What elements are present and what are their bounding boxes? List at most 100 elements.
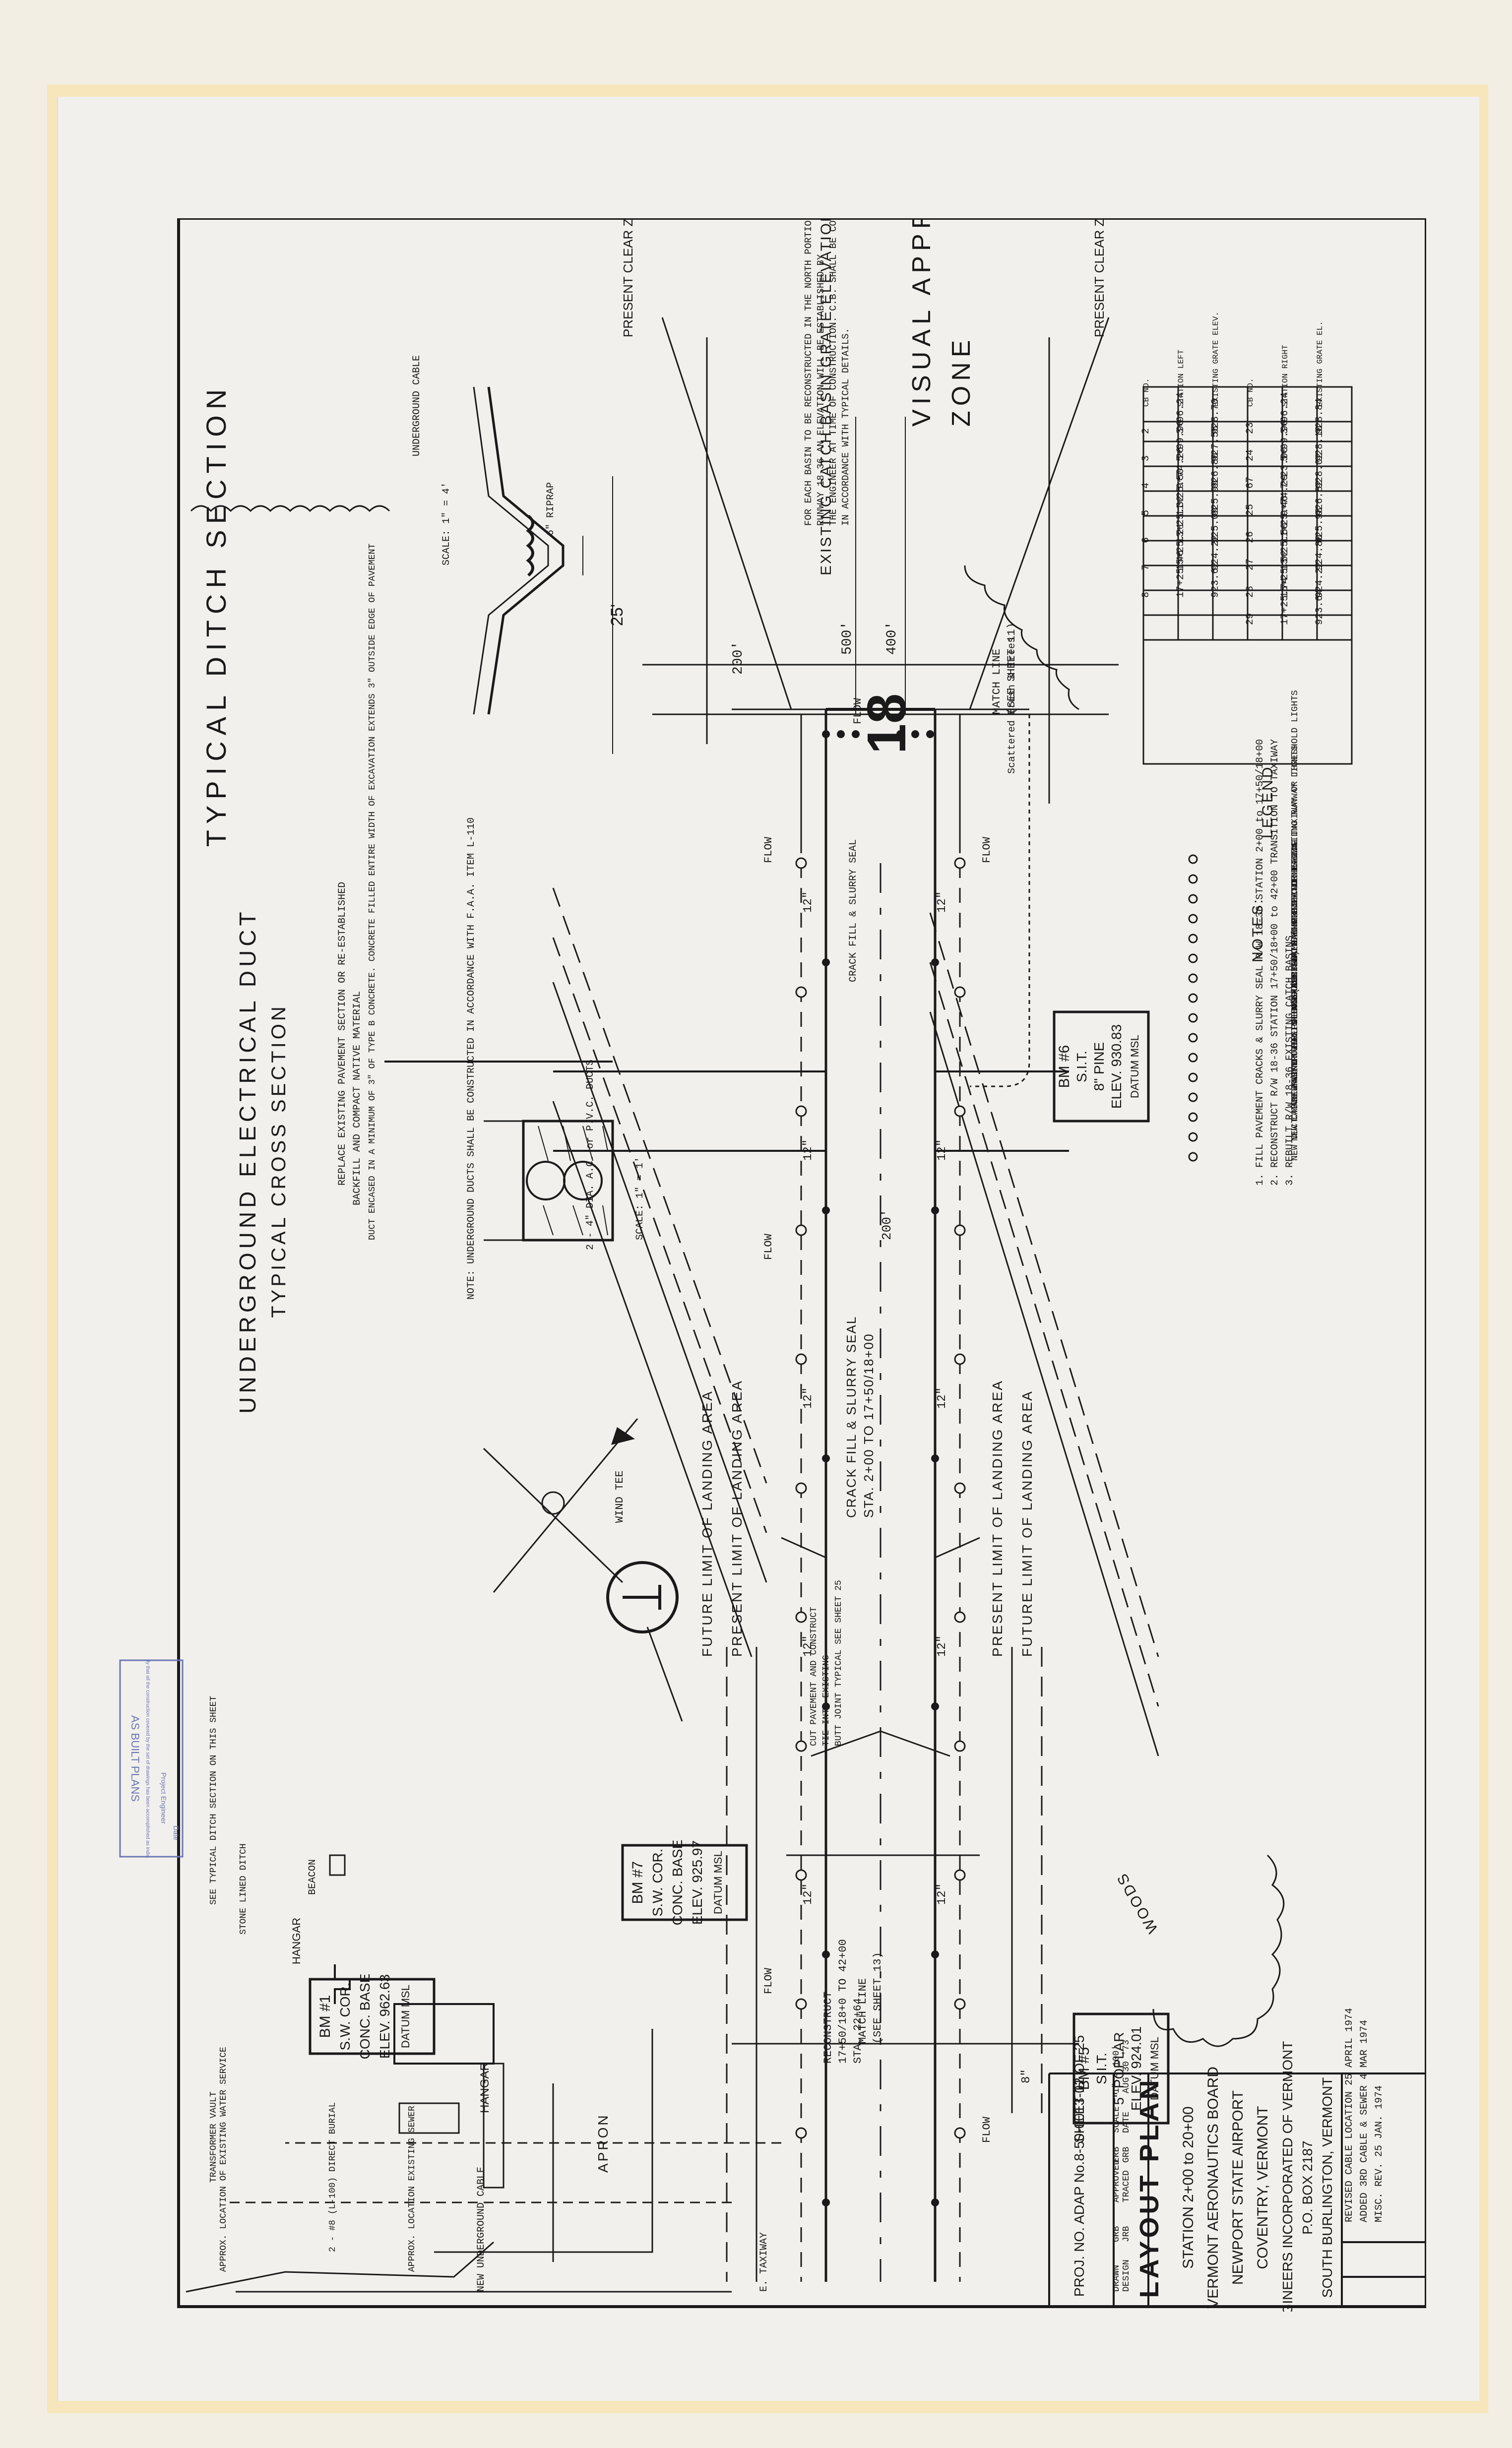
bm1-l1: S.W. COR. bbox=[337, 1983, 353, 2051]
ditch-profile-base bbox=[473, 386, 549, 715]
bm6-l1: S.I.T. bbox=[1074, 1051, 1089, 1082]
cb-table-cell: 924.22 bbox=[1210, 535, 1221, 570]
riprap-symbol bbox=[526, 514, 534, 577]
cb-table-cell: 928.02 bbox=[1314, 453, 1325, 489]
cb-table-cell: 928.70 bbox=[1210, 398, 1221, 434]
cb-table-cell: 28 bbox=[1245, 586, 1256, 598]
cb-table-cell: 923.62 bbox=[1210, 562, 1221, 598]
flow-label-2: FLOW bbox=[762, 836, 775, 863]
pipe-size-4: 12" bbox=[802, 1635, 815, 1657]
legend-item: EXISTING (BURIED) MANHOLE bbox=[1290, 908, 1300, 1042]
reconstruct-stations: 17+50/18+0 TO 42+00 bbox=[837, 1939, 849, 2064]
legend-item: CATCH BASIN bbox=[1290, 844, 1300, 903]
dim-200b: 200' bbox=[880, 1209, 894, 1240]
revision-3: MISC. REV. 25 JAN. 1974 bbox=[1374, 2085, 1385, 2222]
flow-label-5: FLOW bbox=[762, 1967, 775, 1994]
cb-table-cell: 6 bbox=[1140, 537, 1152, 543]
legend-item: EXISTING DITCH bbox=[1290, 868, 1300, 942]
title-city: SOUTH BURLINGTON, VERMONT bbox=[1320, 2077, 1335, 2298]
wind-tee-north-arrow bbox=[483, 1418, 638, 1593]
cb-table-cell: 5+99.90 bbox=[1279, 420, 1291, 461]
clear-zone-bottom: PRESENT CLEAR ZONE REQUIREMENTS bbox=[1092, 218, 1107, 337]
cb-table-cell: 9+74.29 bbox=[1279, 474, 1291, 516]
bm5-l2: 5" POPLAR bbox=[1111, 2032, 1127, 2105]
cb-table-cell: 17+25.74 bbox=[1279, 577, 1291, 625]
dim-400: 400' bbox=[884, 622, 900, 655]
new-cable-label: NEW UNDERGROUND CABLE bbox=[476, 2167, 487, 2292]
tree-line-left bbox=[964, 565, 1079, 710]
legend-item: FENCE bbox=[1290, 995, 1300, 1022]
bm6-l4: DATUM MSL bbox=[1129, 1035, 1141, 1098]
legend-item: NEW DUCT MARKER bbox=[1290, 1080, 1300, 1161]
cb-table-cell: 925.99 bbox=[1210, 480, 1221, 516]
ditch-section-title: TYPICAL DITCH SECTION bbox=[200, 383, 232, 847]
bm5-l4: DATUM MSL bbox=[1148, 2037, 1161, 2100]
tb-approved-v: ERB bbox=[1112, 2146, 1122, 2163]
bm1-l2: CONC. BASE bbox=[357, 1974, 373, 2060]
runway-18-36 bbox=[552, 708, 1159, 2282]
legend-symbol bbox=[1188, 973, 1198, 983]
tb-drawn-v: GRB bbox=[1112, 2226, 1122, 2242]
trench-walls bbox=[484, 1120, 613, 1241]
crossing-taxiway bbox=[553, 1070, 826, 1152]
legend-symbol bbox=[1188, 1112, 1198, 1122]
dim-500: 500' bbox=[840, 622, 855, 655]
cb-table-cell: 7 bbox=[1140, 565, 1152, 570]
pipe-size-11: 8" bbox=[1020, 2069, 1033, 2083]
crack-fill-note-small: CRACK FILL & SLURRY SEAL bbox=[848, 839, 859, 982]
cb-table-header: EXISTING GRATE ELEV. bbox=[1211, 312, 1220, 407]
legend-symbol bbox=[1188, 953, 1198, 963]
tb-drawn: DRAWN bbox=[1112, 2265, 1122, 2292]
bm7-l2: CONC. BASE bbox=[670, 1840, 685, 1926]
runway-number: 18 bbox=[856, 693, 917, 754]
ditch-riprap-label: 6" RIPRAP bbox=[545, 482, 557, 536]
cut-pavement-note-2: TIE INTO EXISTING bbox=[821, 1655, 831, 1746]
legend-symbol bbox=[1188, 914, 1198, 924]
typical-ditch-section bbox=[473, 386, 613, 754]
sewer-label: APPROX. LOCATION EXISTING SEWER bbox=[407, 2106, 417, 2272]
tb-traced-v: GRB bbox=[1122, 2146, 1132, 2163]
duct-cross-section bbox=[384, 1061, 614, 1242]
bm1-title: BM #1 bbox=[317, 1995, 333, 2038]
cb-table-cell: 25 bbox=[1245, 504, 1256, 516]
legend-symbol bbox=[1188, 1132, 1198, 1142]
bm5-l1: S.I.T. bbox=[1094, 2053, 1109, 2084]
duct-note-replace: REPLACE EXISTING PAVEMENT SECTION OR RE-… bbox=[337, 882, 348, 1186]
bm7-l4: DATUM MSL bbox=[712, 1851, 724, 1914]
cb-table-cell: 7+23.00 bbox=[1279, 447, 1291, 489]
legend-symbol bbox=[1188, 1092, 1198, 1102]
tb-scale-v: 1" = 100' bbox=[1112, 2045, 1122, 2093]
legend-item: WOODS bbox=[1290, 975, 1300, 1002]
cb-table-cell: 4 bbox=[1140, 483, 1152, 489]
see-ditch-label: SEE TYPICAL DITCH SECTION ON THIS SHEET bbox=[209, 1696, 219, 1905]
cb-table-cell: 13+25.32 bbox=[1175, 496, 1187, 543]
visual-approach-label: VISUAL APPROACH bbox=[907, 218, 936, 427]
duct-note-backfill: BACKFILL AND COMPACT NATIVE MATERIAL bbox=[352, 991, 363, 1205]
cut-pavement-note: CUT PAVEMENT AND CONSTRUCT bbox=[809, 1607, 819, 1746]
legend-symbol bbox=[1188, 993, 1198, 1003]
legend-symbol bbox=[1188, 1053, 1198, 1063]
sheet-border bbox=[177, 218, 1426, 2308]
bm5-l3: ELEV. 924.01 bbox=[1129, 2026, 1144, 2111]
bm5-title: BM #5 bbox=[1076, 2047, 1092, 2090]
cb-table-cell: 5+99.90 bbox=[1175, 420, 1187, 461]
bm1-l4: DATUM MSL bbox=[399, 1985, 412, 2048]
ditch-width-label: 25' bbox=[608, 604, 627, 626]
cb-table-cell: 9+74.26 bbox=[1175, 447, 1187, 489]
cb-table-cell: 11+25.46 bbox=[1279, 496, 1291, 543]
match-line-2-label: MATCH LINE bbox=[857, 1978, 869, 2044]
title-station: STATION 2+00 to 20+00 bbox=[1180, 2106, 1197, 2268]
ditch-scale-label: SCALE: 1" = 4' bbox=[441, 482, 452, 565]
pipe-size-2: 12" bbox=[802, 1139, 815, 1161]
flow-label-6: FLOW bbox=[981, 2116, 993, 2143]
stone-lined-label: STONE LINED DITCH bbox=[239, 1843, 249, 1935]
duct-circle-2 bbox=[526, 1161, 566, 1200]
legend-symbol bbox=[1188, 894, 1198, 904]
cb-table-cell: 29 bbox=[1245, 613, 1256, 625]
visual-approach-zone-label: ZONE bbox=[947, 335, 976, 427]
match-line-2-sheet: (SEE SHEET 13) bbox=[872, 1952, 884, 2044]
bm7-l3: ELEV. 925.97 bbox=[690, 1840, 705, 1925]
note-1: 1. FILL PAVEMENT CRACKS & SLURRY SEAL R/… bbox=[1255, 739, 1266, 1186]
